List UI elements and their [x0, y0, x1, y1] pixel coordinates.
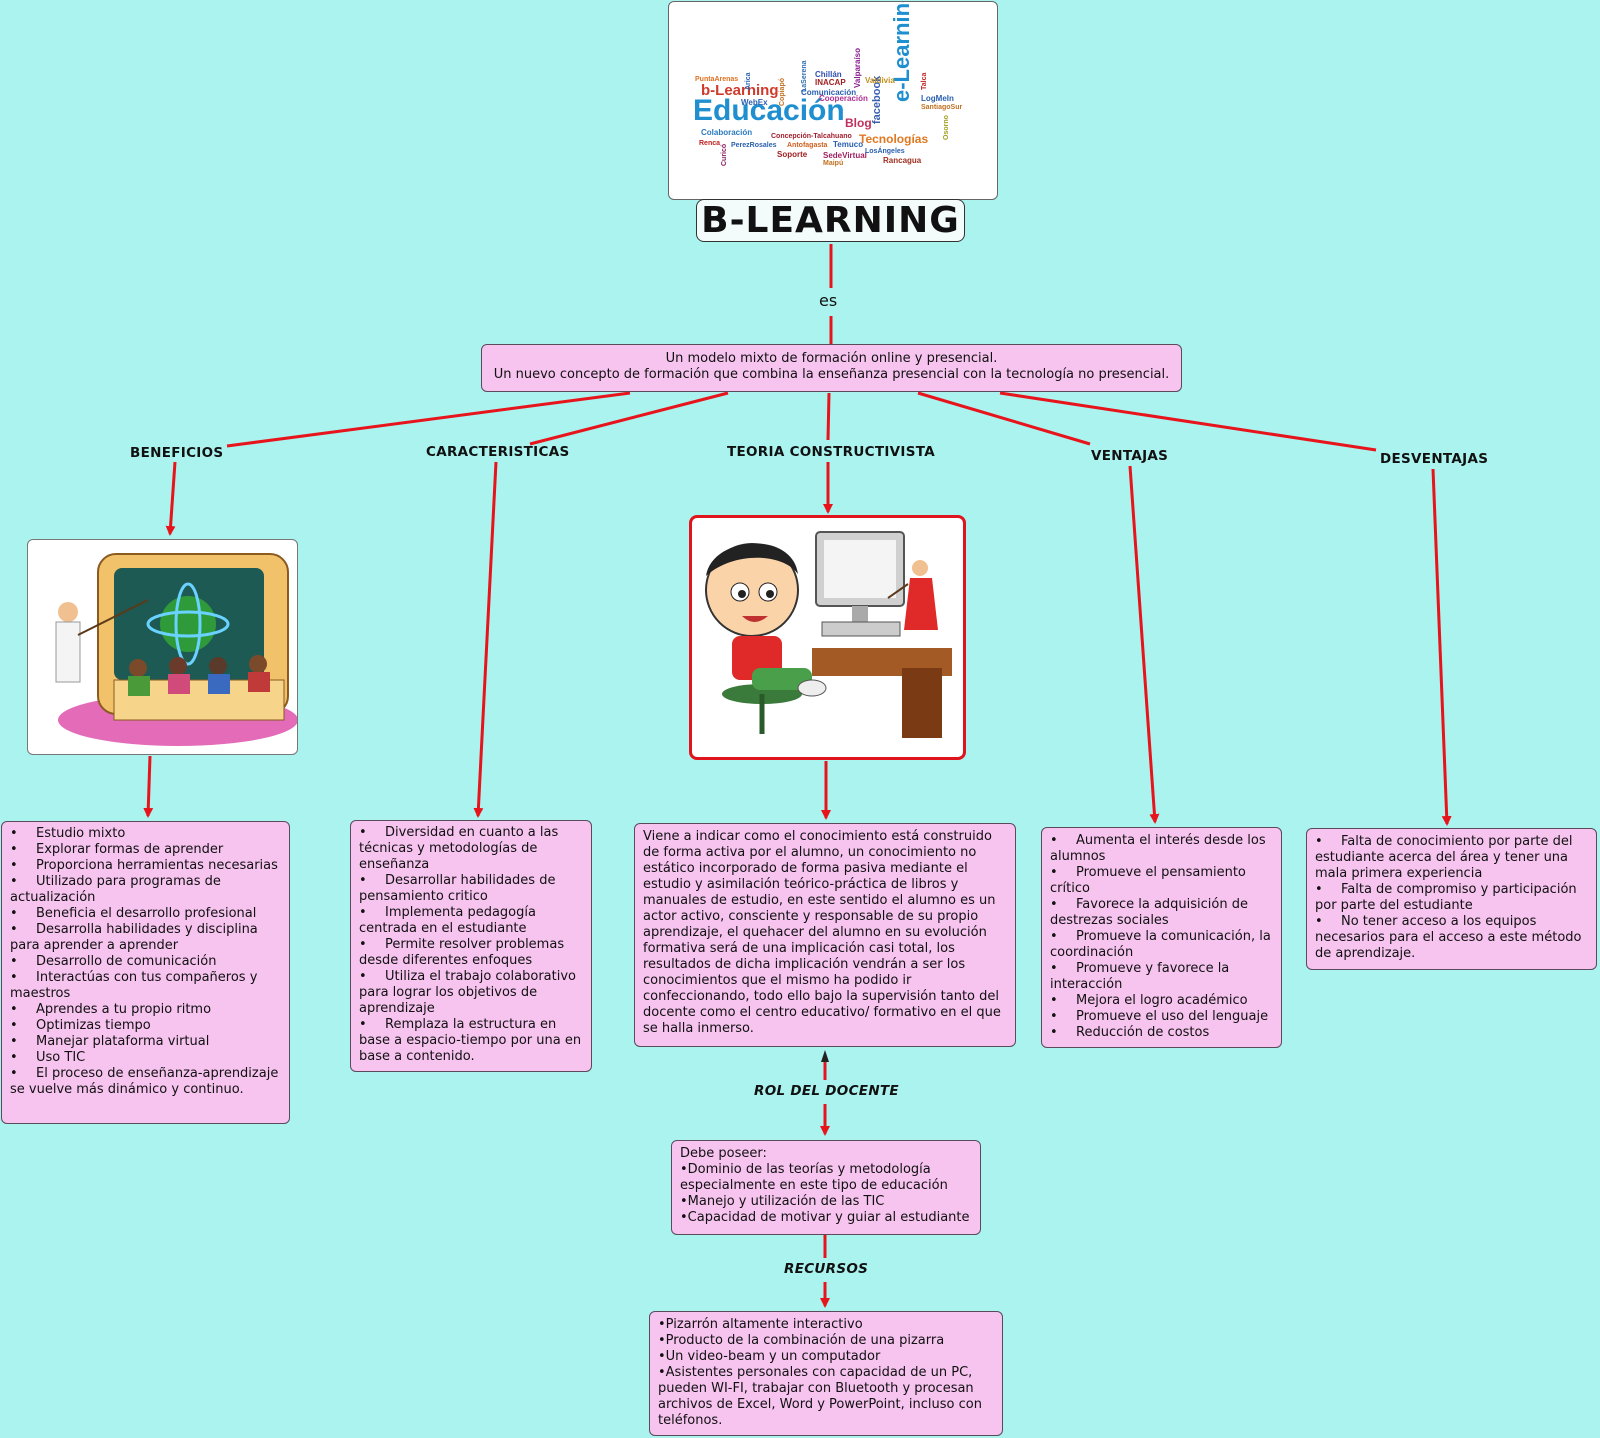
list-item: Desarrollo de comunicación: [10, 954, 281, 970]
list-item: Promueve el pensamiento crítico: [1050, 865, 1273, 897]
wordcloud-word: Chillán: [815, 70, 842, 79]
list-item: Explorar formas de aprender: [10, 842, 281, 858]
list-item: •Pizarrón altamente interactivo: [658, 1317, 863, 1332]
wordcloud-word: Arica: [745, 72, 752, 90]
connector-label-es: es: [819, 291, 838, 310]
list-item: Promueve y favorece la interacción: [1050, 961, 1273, 993]
rol-docente-intro: Debe poseer:: [680, 1146, 767, 1161]
teoria-constructivista-text: Viene a indicar como el conocimiento est…: [634, 823, 1016, 1047]
child-computer-picture: [689, 515, 966, 760]
list-item: Interactúas con tus compañeros y maestro…: [10, 970, 281, 1002]
list-item: Permite resolver problemas desde diferen…: [359, 937, 583, 969]
wordcloud-word: Rancagua: [883, 156, 922, 165]
list-item: Reducción de costos: [1050, 1025, 1273, 1041]
wordcloud-word: Colaboración: [701, 128, 753, 137]
list-item: Aprendes a tu propio ritmo: [10, 1002, 281, 1018]
wordcloud-word: Tecnologías: [859, 132, 929, 146]
wordcloud-word: SedeVirtual: [823, 151, 867, 160]
list-item: Estudio mixto: [10, 826, 281, 842]
wordcloud-word: INACAP: [815, 78, 846, 87]
list-item: Remplaza la estructura en base a espacio…: [359, 1017, 583, 1065]
list-item: Mejora el logro académico: [1050, 993, 1273, 1009]
list-item: •Dominio de las teorías y metodología es…: [680, 1162, 948, 1193]
list-item: Falta de conocimiento por parte del estu…: [1315, 834, 1588, 882]
branch-label-caracteristicas: CARACTERISTICAS: [426, 444, 570, 460]
definition-box: Un modelo mixto de formación online y pr…: [481, 344, 1182, 392]
wordcloud-word: Renca: [699, 140, 721, 147]
wordcloud-word: LosÁngeles: [865, 148, 905, 155]
list-item: •Capacidad de motivar y guiar al estudia…: [680, 1210, 970, 1225]
wordcloud-word: Cooperación: [819, 94, 868, 103]
list-item: Beneficia el desarrollo profesional: [10, 906, 281, 922]
branch-label-beneficios: BENEFICIOS: [130, 445, 224, 461]
word-cloud-image: Educación e-Learning b-Learning Blog Tec…: [668, 1, 998, 200]
wordcloud-word: WebEx: [741, 98, 768, 107]
wordcloud-word: Blog: [845, 116, 872, 130]
list-item: Diversidad en cuanto a las técnicas y me…: [359, 825, 583, 873]
list-item: Utilizado para programas de actualizació…: [10, 874, 281, 906]
list-item: Promueve el uso del lenguaje: [1050, 1009, 1273, 1025]
rol-docente-label: ROL DEL DOCENTE: [754, 1083, 899, 1099]
list-item: Uso TIC: [10, 1050, 281, 1066]
definition-line-1: Un modelo mixto de formación online y pr…: [665, 351, 998, 366]
wordcloud-word: Maipú: [823, 160, 844, 167]
recursos-box: •Pizarrón altamente interactivo •Product…: [649, 1311, 1003, 1436]
branch-label-ventajas: VENTAJAS: [1091, 448, 1169, 464]
recursos-label: RECURSOS: [784, 1261, 869, 1277]
list-item: •Asistentes personales con capacidad de …: [658, 1365, 982, 1428]
beneficios-list: Estudio mixto Explorar formas de aprende…: [1, 821, 290, 1124]
list-item: Falta de compromiso y participación por …: [1315, 882, 1588, 914]
rol-docente-box: Debe poseer: •Dominio de las teorías y m…: [671, 1140, 981, 1235]
list-item: Favorece la adquisición de destrezas soc…: [1050, 897, 1273, 929]
wordcloud-word: LaSerena: [801, 60, 808, 92]
wordcloud-word: SantiagoSur: [921, 104, 963, 111]
wordcloud-word: e-Learning: [889, 1, 914, 102]
wordcloud-word: Concepción-Talcahuano: [771, 133, 852, 140]
branch-label-teoria: TEORIA CONSTRUCTIVISTA: [727, 444, 935, 460]
ventajas-list: Aumenta el interés desde los alumnos Pro…: [1041, 827, 1282, 1048]
classroom-computer-picture: [27, 539, 298, 755]
wordcloud-word: Copiapó: [779, 78, 786, 106]
wordcloud-word: Osorno: [943, 115, 950, 140]
branch-label-desventajas: DESVENTAJAS: [1380, 451, 1489, 467]
wordcloud-word: b-Learning: [701, 82, 779, 99]
wordcloud-word: PuntaArenas: [695, 76, 739, 83]
list-item: Desarrolla habilidades y disciplina para…: [10, 922, 281, 954]
list-item: •Producto de la combinación de una pizar…: [658, 1333, 945, 1348]
list-item: Proporciona herramientas necesarias: [10, 858, 281, 874]
definition-line-2: Un nuevo concepto de formación que combi…: [493, 367, 1170, 382]
list-item: Optimizas tiempo: [10, 1018, 281, 1034]
wordcloud-word: Valparaíso: [853, 47, 862, 88]
desventajas-list: Falta de conocimiento por parte del estu…: [1306, 828, 1597, 970]
wordcloud-word: Valdivia: [865, 76, 895, 85]
list-item: •Un video-beam y un computador: [658, 1349, 881, 1364]
wordcloud-word: LogMeIn: [921, 94, 954, 103]
list-item: Utiliza el trabajo colaborativo para log…: [359, 969, 583, 1017]
teoria-paragraph: Viene a indicar como el conocimiento est…: [643, 829, 1001, 1036]
list-item: Aumenta el interés desde los alumnos: [1050, 833, 1273, 865]
caracteristicas-list: Diversidad en cuanto a las técnicas y me…: [350, 820, 592, 1072]
list-item: No tener acceso a los equipos necesarios…: [1315, 914, 1588, 962]
map-title: B-LEARNING: [696, 199, 965, 242]
wordcloud-word: Educación: [693, 94, 845, 127]
list-item: El proceso de enseñanza-aprendizaje se v…: [10, 1066, 281, 1098]
wordcloud-word: Talca: [921, 72, 928, 90]
list-item: •Manejo y utilización de las TIC: [680, 1194, 885, 1209]
list-item: Desarrollar habilidades de pensamiento c…: [359, 873, 583, 905]
wordcloud-word: Temuco: [833, 140, 864, 149]
wordcloud-word: Comunicación: [801, 88, 857, 97]
wordcloud-word: PerezRosales: [731, 142, 777, 149]
wordcloud-word: Curicó: [721, 143, 728, 166]
list-item: Implementa pedagogía centrada en el estu…: [359, 905, 583, 937]
wordcloud-word: Soporte: [777, 150, 808, 159]
wordcloud-word: Antofagasta: [787, 142, 828, 149]
list-item: Promueve la comunicación, la coordinació…: [1050, 929, 1273, 961]
list-item: Manejar plataforma virtual: [10, 1034, 281, 1050]
